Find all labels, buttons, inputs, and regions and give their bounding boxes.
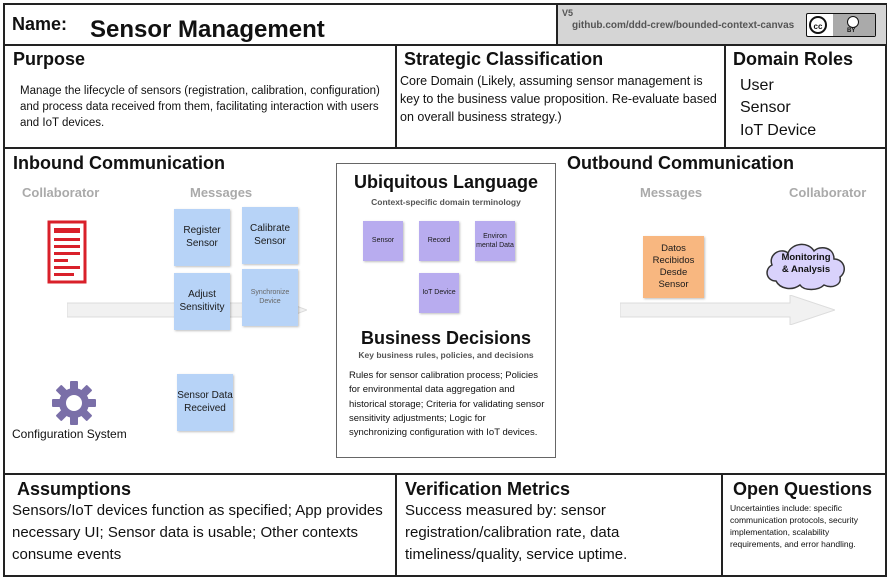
outbound-arrow-icon — [620, 295, 835, 325]
version-label: V5 — [562, 8, 574, 18]
assumptions-text: Sensors/IoT devices function as specifie… — [12, 502, 383, 563]
context-name: Sensor Management — [90, 16, 325, 43]
outbound-messages-label: Messages — [640, 185, 703, 200]
cloud-label: Monitoring & Analysis — [781, 252, 831, 276]
cc-icon: cc — [809, 16, 827, 34]
decisions-title: Business Decisions — [360, 328, 532, 348]
divider-top-row — [3, 147, 887, 149]
outbound-title: Outbound Communication — [567, 153, 794, 173]
divider-assumptions-verification — [395, 473, 397, 577]
note-datos-recibidos[interactable]: Datos Recibidos Desde Sensor — [643, 236, 704, 298]
divider-purpose-strategic — [395, 44, 397, 148]
divider-strategic-roles — [724, 44, 726, 148]
cloud-icon — [766, 243, 845, 291]
questions-text: Uncertainties include: specific communic… — [730, 503, 859, 549]
roles-title: Domain Roles — [733, 49, 854, 69]
role-user: User — [740, 77, 774, 94]
purpose-title: Purpose — [13, 49, 86, 69]
license-by-label: BY — [847, 28, 856, 34]
person-icon — [847, 16, 859, 28]
language-subtitle: Context-specific domain terminology — [371, 197, 521, 207]
note-synchronize-device[interactable]: Synchronize Device — [242, 269, 298, 326]
term-iot-device[interactable]: IoT Device — [419, 273, 459, 313]
purpose-text: Manage the lifecycle of sensors (registr… — [20, 85, 380, 130]
divider-header — [3, 44, 887, 46]
language-decisions-panel: Ubiquitous Language Context-specific dom… — [336, 163, 556, 458]
inbound-collaborator-label: Collaborator — [22, 185, 100, 200]
decisions-text: Rules for sensor calibration process; Po… — [349, 370, 545, 438]
license-by-area: BY — [833, 14, 875, 36]
term-environmental-data[interactable]: Environ mental Data — [475, 221, 515, 261]
term-record[interactable]: Record — [419, 221, 459, 261]
license-badge: cc BY — [806, 13, 876, 37]
note-adjust-sensitivity[interactable]: Adjust Sensitivity — [174, 273, 230, 330]
divider-verification-questions — [721, 473, 723, 577]
strategic-text: Core Domain (Likely, assuming sensor man… — [400, 74, 717, 125]
inbound-messages-label: Messages — [190, 185, 253, 200]
decisions-subtitle: Key business rules, policies, and decisi… — [358, 350, 534, 360]
config-system-label: Configuration System — [12, 427, 127, 441]
note-register-sensor[interactable]: Register Sensor — [174, 209, 230, 266]
canvas-url[interactable]: github.com/ddd-crew/bounded-context-canv… — [572, 20, 795, 31]
inbound-title: Inbound Communication — [13, 153, 225, 173]
language-title: Ubiquitous Language — [354, 172, 538, 192]
strategic-title: Strategic Classification — [404, 49, 604, 69]
role-iot-device: IoT Device — [740, 122, 817, 139]
role-sensor: Sensor — [740, 99, 791, 116]
name-label: Name: — [12, 14, 68, 34]
note-sensor-data-received[interactable]: Sensor Data Received — [177, 374, 233, 431]
outbound-collaborator-label: Collaborator — [789, 185, 867, 200]
header-info-panel: V5 github.com/ddd-crew/bounded-context-c… — [556, 5, 886, 45]
assumptions-title: Assumptions — [17, 479, 132, 499]
verification-text: Success measured by: sensor registration… — [405, 502, 628, 563]
verification-title: Verification Metrics — [405, 479, 571, 499]
document-icon — [47, 220, 87, 284]
gear-icon — [52, 381, 96, 425]
questions-title: Open Questions — [733, 479, 873, 499]
canvas-border — [3, 3, 887, 577]
note-calibrate-sensor[interactable]: Calibrate Sensor — [242, 207, 298, 264]
divider-bottom-row — [3, 473, 887, 475]
term-sensor[interactable]: Sensor — [363, 221, 403, 261]
